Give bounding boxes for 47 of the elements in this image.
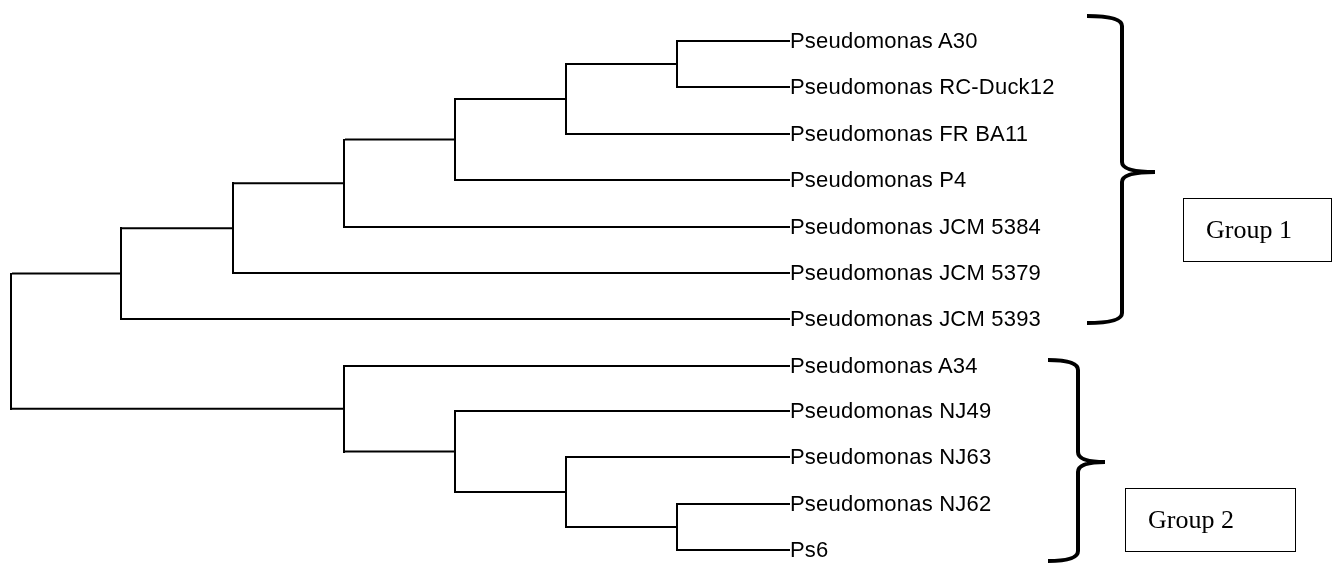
branch-line xyxy=(455,98,566,100)
group-label: Group 2 xyxy=(1125,488,1296,552)
branch-line xyxy=(677,40,791,42)
taxon-label: Pseudomonas NJ62 xyxy=(790,491,992,517)
branch-line xyxy=(121,227,233,230)
branch-line xyxy=(10,272,12,410)
branch-line xyxy=(566,133,791,135)
branch-line xyxy=(120,227,122,320)
branch-line xyxy=(233,182,344,185)
branch-line xyxy=(455,491,566,493)
branch-line xyxy=(676,40,678,88)
branch-line xyxy=(344,365,791,367)
branch-line xyxy=(566,456,791,458)
branch-line xyxy=(565,456,567,528)
branch-line xyxy=(11,407,344,410)
taxon-label: Pseudomonas A30 xyxy=(790,28,978,54)
branch-line xyxy=(233,272,791,274)
branch-line xyxy=(677,503,791,505)
branch-line xyxy=(121,318,791,320)
branch-line xyxy=(455,179,791,181)
taxon-label: Pseudomonas JCM 5393 xyxy=(790,306,1042,332)
branch-line xyxy=(454,98,456,181)
branch-line xyxy=(343,365,345,453)
taxon-label: Pseudomonas NJ63 xyxy=(790,444,992,470)
branch-line xyxy=(677,86,791,88)
branch-line xyxy=(344,450,455,453)
branch-line xyxy=(343,138,345,228)
taxon-label: Pseudomonas RC-Duck12 xyxy=(790,74,1055,100)
taxon-label: Ps6 xyxy=(790,537,829,563)
taxon-label: Pseudomonas JCM 5379 xyxy=(790,260,1042,286)
branch-line xyxy=(565,63,567,135)
branch-line xyxy=(677,549,791,551)
taxon-label: Pseudomonas FR BA11 xyxy=(790,121,1029,147)
taxon-label: Pseudomonas NJ49 xyxy=(790,398,992,424)
branch-line xyxy=(566,526,677,528)
taxon-label: Pseudomonas P4 xyxy=(790,167,967,193)
branch-line xyxy=(232,182,234,274)
group-label: Group 1 xyxy=(1183,198,1332,262)
taxon-label: Pseudomonas A34 xyxy=(790,353,978,379)
branch-line xyxy=(454,410,456,493)
branch-line xyxy=(455,410,791,412)
taxon-label: Pseudomonas JCM 5384 xyxy=(790,214,1042,240)
branch-line xyxy=(676,503,678,551)
branch-line xyxy=(566,63,677,65)
branch-line xyxy=(11,272,121,275)
branch-line xyxy=(344,138,455,141)
branch-line xyxy=(344,226,791,228)
